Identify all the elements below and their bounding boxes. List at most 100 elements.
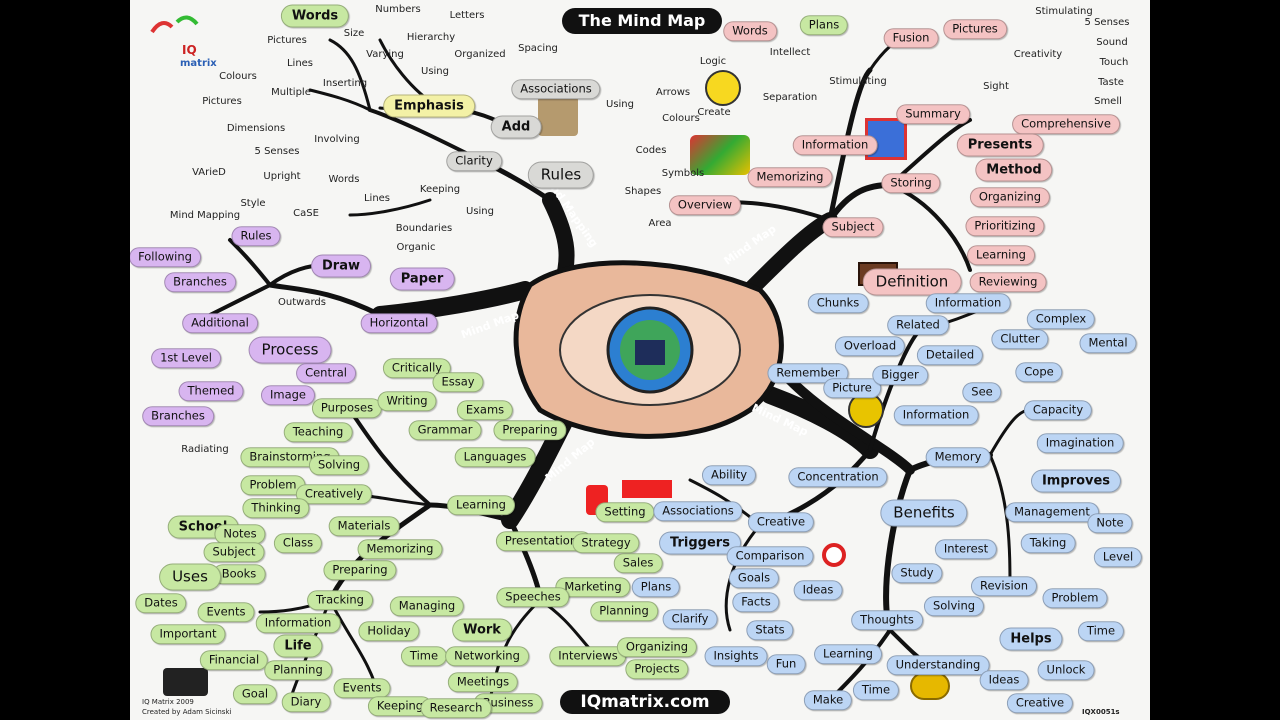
node-revision: Revision xyxy=(970,576,1038,596)
node-diary: Diary xyxy=(281,692,331,712)
node-managing: Managing xyxy=(389,596,465,616)
node-concentration: Concentration xyxy=(788,467,888,487)
node-improves: Improves xyxy=(1030,469,1122,493)
node-planning: Planning xyxy=(590,601,658,621)
node-using: Using xyxy=(466,206,494,217)
node-exams: Exams xyxy=(456,400,514,420)
node-ideas: Ideas xyxy=(979,670,1029,690)
node-creative: Creative xyxy=(1006,693,1074,713)
node-lines: Lines xyxy=(363,193,391,204)
node-horizontal: Horizontal xyxy=(360,313,438,333)
node-marketing: Marketing xyxy=(555,577,631,597)
node-numbers: Numbers xyxy=(375,4,421,15)
node-following: Following xyxy=(130,247,201,267)
node-symbols: Symbols xyxy=(661,168,705,179)
node-purposes: Purposes xyxy=(311,398,383,418)
node-memorizing: Memorizing xyxy=(747,167,833,187)
node-languages: Languages xyxy=(454,447,536,467)
node-creativity: Creativity xyxy=(1013,49,1063,60)
node-see: See xyxy=(962,382,1002,402)
node-central: Central xyxy=(296,363,356,383)
page-title: The Mind Map xyxy=(562,8,722,34)
node-cope: Cope xyxy=(1015,362,1063,382)
node-sound: Sound xyxy=(1096,37,1128,48)
svg-text:matrix: matrix xyxy=(180,58,217,69)
central-eye-image xyxy=(513,260,784,439)
node-plans: Plans xyxy=(799,15,849,35)
website-url[interactable]: IQmatrix.com xyxy=(560,690,730,714)
node-associations: Associations xyxy=(653,501,743,521)
node-associations: Associations xyxy=(511,79,601,99)
node-complex: Complex xyxy=(1026,309,1096,329)
node-size: Size xyxy=(343,28,365,39)
node-detailed: Detailed xyxy=(916,345,984,365)
node-research: Research xyxy=(420,698,492,718)
node-multiple: Multiple xyxy=(271,87,311,98)
node-taking: Taking xyxy=(1020,533,1076,553)
planner-icon xyxy=(163,668,208,696)
node-subject: Subject xyxy=(203,542,265,562)
node-meetings: Meetings xyxy=(447,672,519,692)
node-solving: Solving xyxy=(308,455,370,475)
node-work: Work xyxy=(452,618,512,642)
node-add: Add xyxy=(490,115,542,139)
node-insights: Insights xyxy=(704,646,768,666)
node-study: Study xyxy=(891,563,943,583)
node-time: Time xyxy=(400,646,448,666)
node-summary: Summary xyxy=(896,104,970,124)
node-taste: Taste xyxy=(1098,77,1124,88)
node-bigger: Bigger xyxy=(872,365,928,385)
node-writing: Writing xyxy=(377,391,437,411)
node-important: Important xyxy=(150,624,226,644)
node-intellect: Intellect xyxy=(769,47,811,58)
node-organizing: Organizing xyxy=(616,637,698,657)
node-planning: Planning xyxy=(264,660,332,680)
node-case: CaSE xyxy=(293,208,319,219)
credit-line-2: Created by Adam Sicinski xyxy=(142,708,232,716)
node-pictures: Pictures xyxy=(943,19,1007,39)
node-creative: Creative xyxy=(747,512,815,532)
node-time: Time xyxy=(1077,621,1125,641)
map-code: IQX0051s xyxy=(1082,708,1120,716)
node-boundaries: Boundaries xyxy=(395,223,453,234)
node-interest: Interest xyxy=(934,539,998,559)
node-setting: Setting xyxy=(595,502,655,522)
node-thoughts: Thoughts xyxy=(851,610,923,630)
node-creatively: Creatively xyxy=(295,484,373,504)
node-unlock: Unlock xyxy=(1037,660,1095,680)
node-paper: Paper xyxy=(389,267,455,291)
node-plans: Plans xyxy=(631,577,681,597)
node-draw: Draw xyxy=(311,254,371,278)
node-picture: Picture xyxy=(823,378,881,398)
node-lines: Lines xyxy=(286,58,314,69)
node-speeches: Speeches xyxy=(496,587,570,607)
node-separation: Separation xyxy=(762,92,818,103)
node-style: Style xyxy=(240,198,266,209)
node-shapes: Shapes xyxy=(624,186,662,197)
node-uses: Uses xyxy=(159,563,221,591)
node-dates: Dates xyxy=(135,593,187,613)
node-fusion: Fusion xyxy=(883,28,939,48)
node-create: Create xyxy=(697,107,731,118)
node-branches: Branches xyxy=(142,406,214,426)
node-teaching: Teaching xyxy=(283,422,353,442)
node-clarity: Clarity xyxy=(446,151,502,171)
node-outwards: Outwards xyxy=(278,297,326,308)
node-level: Level xyxy=(1093,547,1143,567)
node-method: Method xyxy=(975,158,1053,182)
node-colours: Colours xyxy=(662,113,700,124)
node-notes: Notes xyxy=(214,524,266,544)
node-comparison: Comparison xyxy=(726,546,814,566)
node-imagination: Imagination xyxy=(1036,433,1124,453)
node-letters: Letters xyxy=(449,10,485,21)
node-stimulating: Stimulating xyxy=(1035,6,1093,17)
node-mental: Mental xyxy=(1079,333,1137,353)
node-solving: Solving xyxy=(923,596,985,616)
node-additional: Additional xyxy=(182,313,258,333)
node-strategy: Strategy xyxy=(572,533,640,553)
node-facts: Facts xyxy=(732,592,780,612)
node-information: Information xyxy=(925,293,1011,313)
node-stats: Stats xyxy=(746,620,794,640)
node-benefits: Benefits xyxy=(880,499,968,527)
